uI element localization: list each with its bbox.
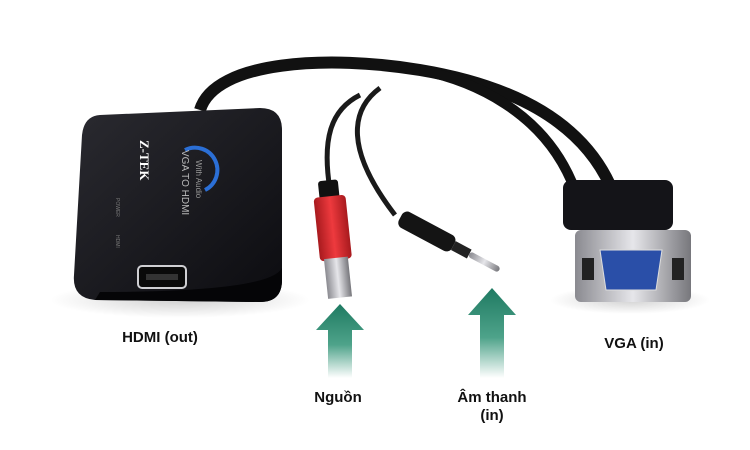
audio-in-label: (in) (480, 407, 504, 424)
led-hdmi-label: HDMI (114, 235, 120, 248)
hdmi-out-label: HDMI (out) (122, 329, 198, 346)
model-text: VGA TO HDMI (179, 150, 190, 215)
usb-cable (324, 92, 362, 191)
svg-text:POWER: POWER (114, 198, 120, 217)
audio-jack (398, 211, 500, 272)
led-power-label: POWER (114, 198, 120, 217)
vga-connector (563, 180, 691, 302)
svg-text:HDMI: HDMI (114, 235, 120, 248)
vga-cable (419, 65, 580, 192)
subtitle-text: With Audio (194, 160, 203, 199)
main-cable (194, 56, 616, 188)
svg-text:VGA TO HDMI: VGA TO HDMI (179, 150, 190, 215)
power-label: Nguồn (314, 389, 362, 406)
audio-label: Âm thanh (457, 389, 527, 406)
brand-logo: Z-TEK (137, 140, 152, 181)
svg-text:Z-TEK: Z-TEK (137, 140, 152, 181)
logo-swoosh (184, 145, 220, 192)
power-arrow (316, 304, 364, 378)
audio-arrow (468, 288, 516, 378)
vga-in-label: VGA (in) (604, 335, 664, 352)
hdmi-port (137, 265, 187, 289)
svg-text:With Audio: With Audio (194, 160, 203, 199)
audio-cable (354, 85, 397, 217)
adapter-box: Z-TEK VGA TO HDMI With Audio HDMI POWER (73, 108, 282, 302)
usb-connector (313, 179, 352, 299)
